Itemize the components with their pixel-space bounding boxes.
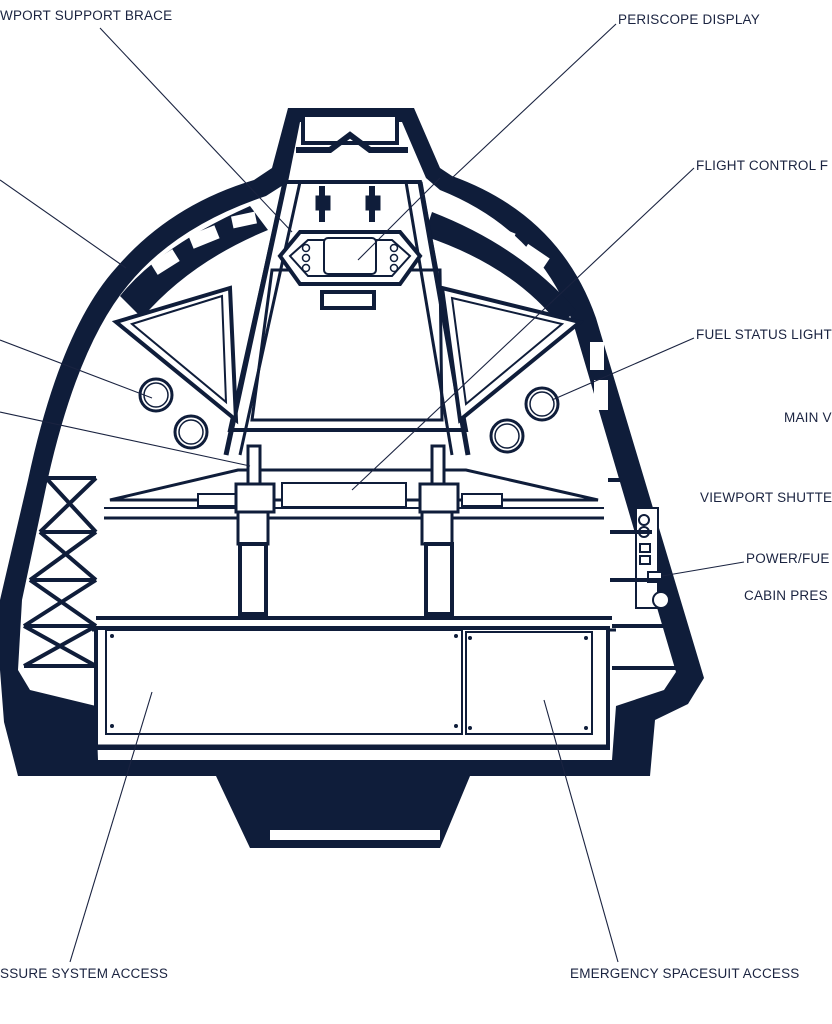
label-power-fuel: POWER/FUE [746,551,830,566]
hull-band-right [424,212,576,326]
left-side-viewport-inner [129,294,228,405]
periscope-display-unit [277,186,423,310]
label-periscope-display: PERISCOPE DISPLAY [618,12,760,27]
pressure-system-access-panel [105,629,463,735]
label-viewport-support-brace: WPORT SUPPORT BRACE [0,8,173,23]
left-control-stick [234,444,276,616]
capsule-inner-cavity [18,122,676,760]
right-side-viewport-inner [450,296,565,406]
periscope-notch [296,131,408,153]
label-viewport-shutter: VIEWPORT SHUTTE [700,490,832,505]
label-main-v: MAIN V [784,410,832,425]
left-gauges [138,377,209,450]
leader-lines [0,23,745,963]
right-truss [608,478,682,670]
left-truss [22,476,98,668]
label-fuel-status-lights: FUEL STATUS LIGHT [696,327,832,342]
label-pressure-system-access: SSURE SYSTEM ACCESS [0,966,169,981]
hull-band-left [120,206,268,318]
emergency-spacesuit-access-panel [465,631,593,735]
label-emergency-spacesuit-access: EMERGENCY SPACESUIT ACCESS [570,966,800,981]
left-side-viewport [111,285,239,425]
right-gauges [489,386,560,454]
flight-control-panel [281,482,407,508]
periscope-housing [301,113,399,145]
right-control-stick [418,444,460,616]
label-cabin-pressure: CABIN PRES [744,588,828,603]
hull-slots [96,211,608,410]
label-flight-control: FLIGHT CONTROL F [696,158,829,173]
